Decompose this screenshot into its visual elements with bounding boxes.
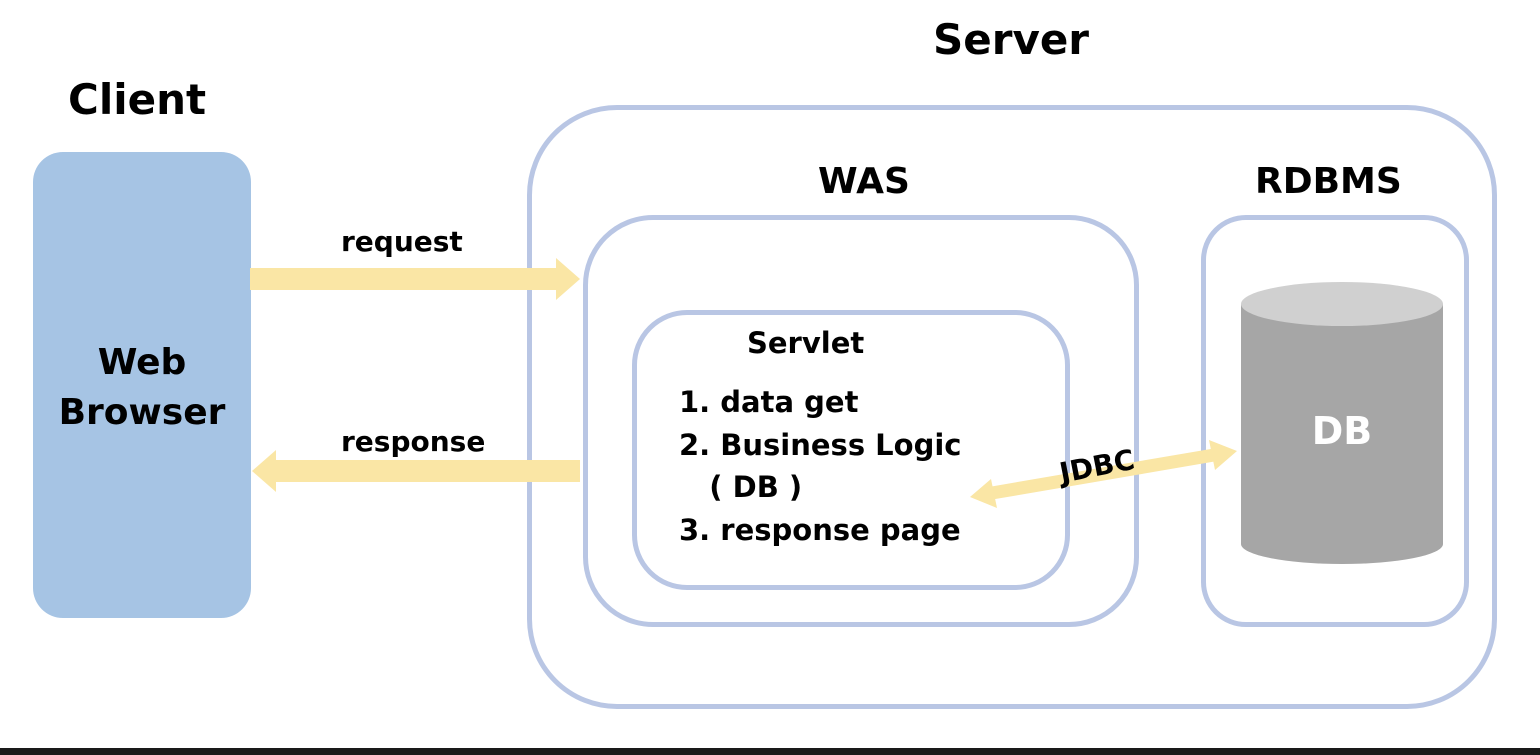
web-browser-label-line2: Browser xyxy=(58,392,226,433)
db-label: DB xyxy=(1311,409,1373,453)
client-title: Client xyxy=(68,75,207,124)
servlet-title: Servlet xyxy=(747,326,865,360)
servlet-step-2: 2. Business Logic xyxy=(679,427,962,462)
server-title: Server xyxy=(933,15,1090,64)
was-title: WAS xyxy=(818,161,910,202)
servlet-steps: 1. data get 2. Business Logic ( DB ) 3. … xyxy=(679,381,961,551)
bottom-border xyxy=(0,748,1540,755)
web-browser-box: Web Browser xyxy=(33,152,251,618)
web-browser-label-line1: Web xyxy=(97,342,187,383)
servlet-step-3: 3. response page xyxy=(679,512,961,547)
server-box xyxy=(527,105,1497,709)
rdbms-title: RDBMS xyxy=(1255,161,1402,202)
jdbc-arrow xyxy=(970,440,1237,508)
was-box xyxy=(583,215,1139,627)
servlet-box: Servlet 1. data get 2. Business Logic ( … xyxy=(632,310,1070,590)
servlet-step-2-detail: ( DB ) xyxy=(679,470,803,504)
rdbms-box xyxy=(1201,215,1469,627)
request-label: request xyxy=(341,225,463,258)
database-cylinder-icon xyxy=(1241,282,1443,564)
request-arrow xyxy=(250,258,580,300)
servlet-step-1: 1. data get xyxy=(679,385,859,419)
response-label: response xyxy=(341,425,486,458)
response-arrow xyxy=(252,450,580,492)
